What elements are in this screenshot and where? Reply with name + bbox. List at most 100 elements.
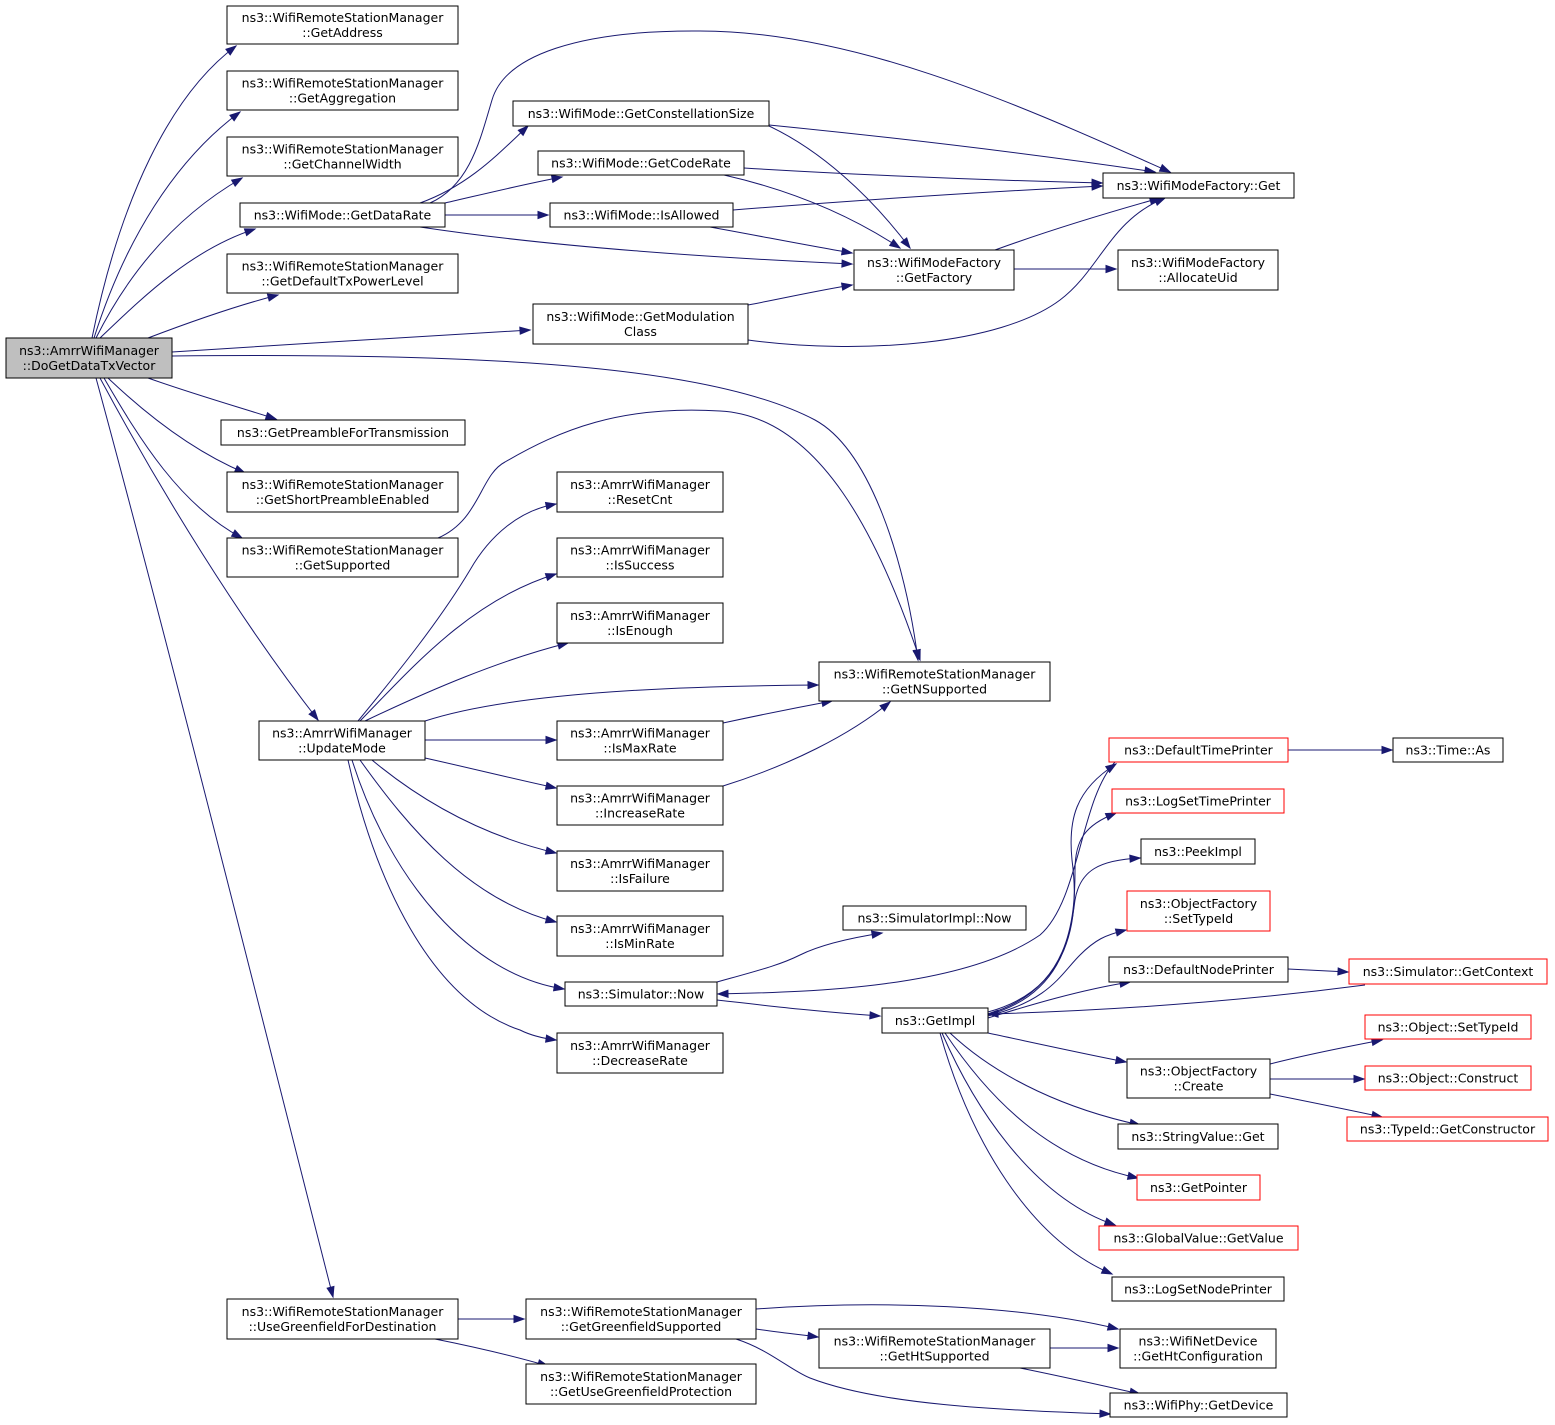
edge-updateMode-to-isMaxRate [424,735,558,745]
edge-increaseRate-to-getNSupported [722,701,892,787]
node-label: ns3::WifiRemoteStationManager [242,76,445,91]
node-logSetTimePrinter[interactable]: ns3::LogSetTimePrinter [1111,788,1285,814]
node-box [818,1328,1051,1369]
edge-line [1269,1093,1383,1118]
node-isFailure[interactable]: ns3::AmrrWifiManager::IsFailure [556,850,724,892]
edge-line [424,757,557,789]
node-label: ns3::AmrrWifiManager [570,608,711,623]
edge-getImpl-to-logSetTimePrinter [987,812,1118,1015]
node-label: ::GetShortPreambleEnabled [256,492,430,507]
node-stringValueGet[interactable]: ns3::StringValue::Get [1117,1123,1279,1150]
node-getHtConfiguration[interactable]: ns3::WifiNetDevice::GetHtConfiguration [1119,1328,1277,1369]
node-increaseRate[interactable]: ns3::AmrrWifiManager::IncreaseRate [556,785,724,826]
edge-arrowhead [879,701,892,712]
node-isMaxRate[interactable]: ns3::AmrrWifiManager::IsMaxRate [556,720,724,761]
node-label: ::GetUseGreenfieldProtection [550,1384,732,1399]
node-getConstellationSize[interactable]: ns3::WifiMode::GetConstellationSize [512,100,770,127]
node-getShortPreamble[interactable]: ns3::WifiRemoteStationManager::GetShortP… [226,471,459,513]
node-box [1111,1276,1285,1302]
edge-line [434,1338,549,1367]
edge-line [987,981,1131,1019]
node-box [549,202,734,228]
node-typeIdGetConstructor[interactable]: ns3::TypeId::GetConstructor [1346,1116,1549,1142]
node-label: ns3::ObjectFactory [1140,1064,1258,1079]
node-isSuccess[interactable]: ns3::AmrrWifiManager::IsSuccess [556,537,724,578]
node-resetCnt[interactable]: ns3::AmrrWifiManager::ResetCnt [556,471,724,513]
edge-getDataRate-to-isAllowed [445,210,550,220]
node-ofCreate[interactable]: ns3::ObjectFactory::Create [1126,1058,1271,1099]
node-peekImpl[interactable]: ns3::PeekImpl [1140,838,1256,865]
node-box [220,419,466,446]
node-box [1136,1174,1261,1201]
edge-line [371,759,557,854]
node-getUseGreenfieldProtection[interactable]: ns3::WifiRemoteStationManager::GetUseGre… [525,1363,757,1405]
node-wifiPhyGetDevice[interactable]: ns3::WifiPhy::GetDevice [1109,1392,1288,1418]
edge-arrowhead [1103,1217,1117,1226]
node-getSupported[interactable]: ns3::WifiRemoteStationManager::GetSuppor… [226,537,459,578]
edge-updateMode-to-isMinRate [359,759,558,924]
node-decreaseRate[interactable]: ns3::AmrrWifiManager::DecreaseRate [556,1032,724,1074]
node-box [239,202,446,228]
node-box [1364,1065,1532,1091]
edge-arrowhead [243,228,257,237]
node-getGreenfieldSupported[interactable]: ns3::WifiRemoteStationManager::GetGreenf… [525,1298,757,1340]
node-label: ::GetHtConfiguration [1133,1349,1263,1364]
edge-line [171,354,919,661]
node-getImpl[interactable]: ns3::GetImpl [881,1007,989,1034]
node-isEnough[interactable]: ns3::AmrrWifiManager::IsEnough [556,602,724,644]
edge-getDataRate-to-getCodeRate [444,174,564,204]
node-isMinRate[interactable]: ns3::AmrrWifiManager::IsMinRate [556,915,724,957]
node-label: ::IsMaxRate [603,741,676,756]
node-globalValueGetValue[interactable]: ns3::GlobalValue::GetValue [1098,1225,1299,1251]
node-getDefaultTxPowerLevel[interactable]: ns3::WifiRemoteStationManager::GetDefaul… [226,253,459,294]
edge-root-to-getModulationClass [171,326,532,353]
edge-line [147,377,277,420]
node-isAllowed[interactable]: ns3::WifiMode::IsAllowed [549,202,734,228]
node-getFactory[interactable]: ns3::WifiModeFactory::GetFactory [853,249,1015,291]
node-box [1346,1116,1549,1142]
edge-line [103,377,243,539]
node-logSetNodePrinter[interactable]: ns3::LogSetNodePrinter [1111,1276,1285,1302]
edge-line [429,30,1171,204]
node-box [525,1363,757,1405]
node-wifiModeFactoryGet[interactable]: ns3::WifiModeFactory::Get [1102,172,1295,199]
node-label: ns3::WifiMode::IsAllowed [564,208,720,223]
node-simImplNow[interactable]: ns3::SimulatorImpl::Now [842,905,1027,931]
node-box [556,720,724,761]
node-getHtSupported[interactable]: ns3::WifiRemoteStationManager::GetHtSupp… [818,1328,1051,1369]
edge-line [944,1032,1139,1179]
node-updateMode[interactable]: ns3::AmrrWifiManager::UpdateMode [258,720,426,761]
node-getAggregation[interactable]: ns3::WifiRemoteStationManager::GetAggreg… [226,70,459,111]
node-getDataRate[interactable]: ns3::WifiMode::GetDataRate [239,202,446,228]
node-defaultNodePrinter[interactable]: ns3::DefaultNodePrinter [1108,956,1289,983]
node-objConstruct[interactable]: ns3::Object::Construct [1364,1065,1532,1091]
node-getCodeRate[interactable]: ns3::WifiMode::GetCodeRate [537,150,745,176]
node-getAddress[interactable]: ns3::WifiRemoteStationManager::GetAddres… [226,5,459,45]
node-simNow[interactable]: ns3::Simulator::Now [564,981,718,1007]
node-simGetContext[interactable]: ns3::Simulator::GetContext [1348,958,1548,985]
node-defaultTimePrinter[interactable]: ns3::DefaultTimePrinter [1108,737,1289,763]
node-objSetTypeId[interactable]: ns3::Object::SetTypeId [1364,1014,1532,1040]
node-getPreamble[interactable]: ns3::GetPreambleForTransmission [220,419,466,446]
node-box [842,905,1027,931]
node-getChannelWidth[interactable]: ns3::WifiRemoteStationManager::GetChanne… [226,136,459,177]
node-ofSetTypeId[interactable]: ns3::ObjectFactory::SetTypeId [1126,890,1271,932]
edge-line [347,759,557,1041]
node-label: ::GetAggregation [289,91,396,106]
edge-arrowhead [1104,763,1118,774]
node-useGreenfield[interactable]: ns3::WifiRemoteStationManager::UseGreenf… [226,1298,459,1340]
edge-getFactory-to-allocateUid [1014,264,1118,274]
edge-line [941,1032,1116,1226]
node-getNSupported[interactable]: ns3::WifiRemoteStationManager::GetNSuppo… [818,661,1051,702]
node-label: ::GetFactory [896,270,973,285]
node-getPointer[interactable]: ns3::GetPointer [1136,1174,1261,1201]
node-allocateUid[interactable]: ns3::WifiModeFactory::AllocateUid [1117,249,1279,291]
edge-arrowhead [537,210,550,220]
edge-line [351,759,565,990]
node-label: ns3::WifiRemoteStationManager [834,1334,1037,1349]
node-label: ns3::AmrrWifiManager [570,477,711,492]
edge-arrowhead [513,1314,526,1324]
edge-arrowhead [840,282,854,291]
node-timeAs[interactable]: ns3::Time::As [1392,737,1504,763]
